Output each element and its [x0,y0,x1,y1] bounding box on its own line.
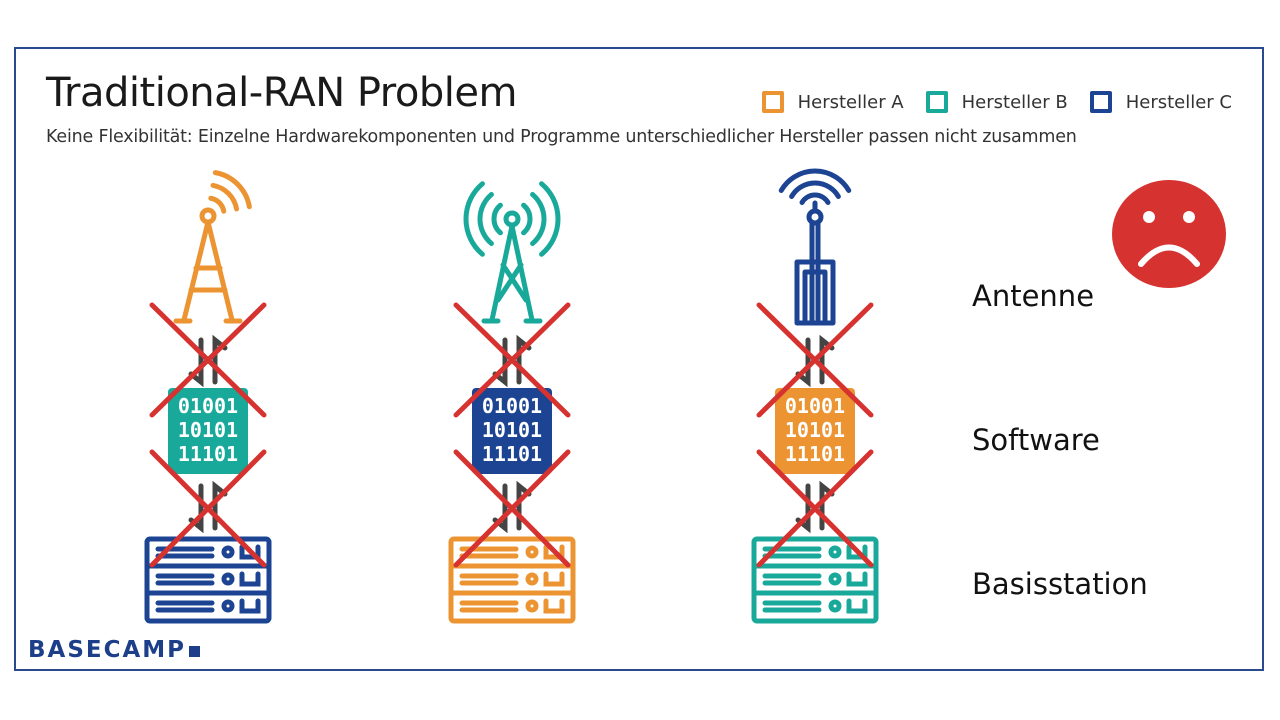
legend-item-a: Hersteller A [761,91,904,113]
binary-line: 01001 [482,394,542,418]
binary-line: 11101 [482,442,542,466]
antenna-icon [778,168,852,326]
page-subtitle: Keine Flexibilität: Einzelne Hardwarekom… [46,127,1077,147]
slide-frame [14,47,1264,671]
basecamp-logo: BASECAMP [28,637,201,663]
binary-line: 01001 [785,394,845,418]
layer-label-software: Software [972,423,1100,457]
legend-item-b: Hersteller B [925,91,1068,113]
page-title: Traditional-RAN Problem [46,70,517,116]
binary-line: 10101 [785,418,845,442]
binary-line: 11101 [178,442,238,466]
legend-label: Hersteller B [961,91,1068,113]
incompatible-cross-icon [756,302,874,418]
base-station-icon [144,536,272,624]
layer-label-station: Basisstation [972,567,1148,601]
incompatible-cross-icon [453,449,571,568]
legend-swatch-icon [1089,91,1112,113]
legend-item-c: Hersteller C [1089,91,1232,113]
incompatible-cross-icon [149,302,267,418]
binary-line: 11101 [785,442,845,466]
binary-line: 10101 [178,418,238,442]
legend-swatch-icon [761,91,784,113]
legend: Hersteller A Hersteller B Hersteller C [761,91,1232,113]
base-station-icon [448,536,576,624]
incompatible-cross-icon [149,449,267,568]
legend-label: Hersteller A [797,91,904,113]
binary-line: 10101 [482,418,542,442]
incompatible-cross-icon [453,302,571,418]
logo-square-icon [189,646,201,657]
legend-label: Hersteller C [1125,91,1232,113]
antenna-icon [173,170,252,324]
legend-swatch-icon [925,91,948,113]
sad-face-icon [1112,180,1226,288]
layer-label-antenna: Antenne [972,279,1095,313]
incompatible-cross-icon [756,449,874,568]
logo-text: BASECAMP [28,637,187,663]
antenna-icon [463,181,561,324]
base-station-icon [751,536,879,624]
binary-line: 01001 [178,394,238,418]
